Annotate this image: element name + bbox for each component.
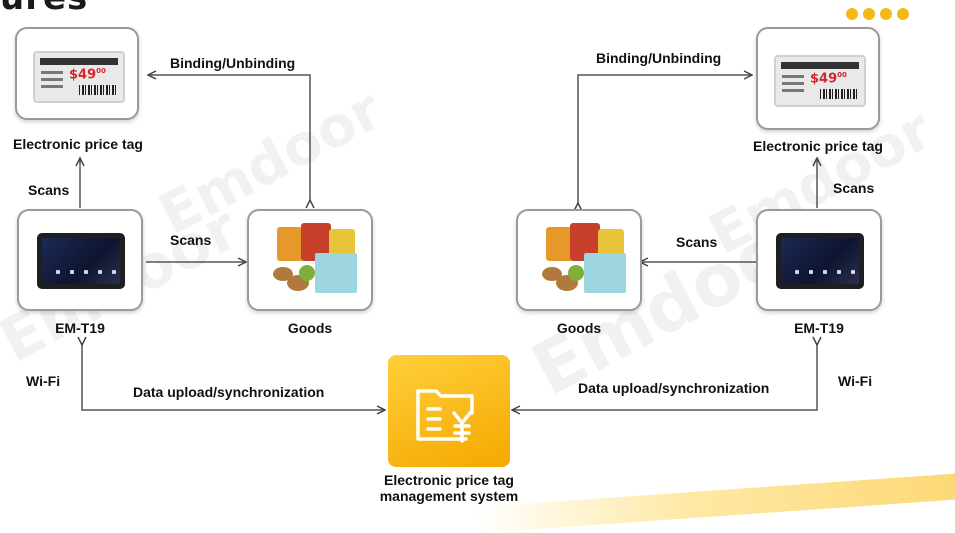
right-goods-node	[516, 209, 642, 311]
tablet-device-icon	[776, 233, 864, 289]
left-price-tag-label: Electronic price tag	[13, 136, 143, 152]
system-label-line2: management system	[379, 488, 519, 504]
right-binding-arrow	[578, 75, 752, 203]
left-sync-label: Data upload/synchronization	[133, 384, 325, 400]
management-system-node	[388, 355, 510, 467]
right-binding-label: Binding/Unbinding	[596, 50, 722, 66]
right-device-label: EM-T19	[794, 320, 844, 336]
folder-yen-icon	[416, 389, 474, 443]
system-label-line1: Electronic price tag	[384, 472, 514, 488]
right-scans-left-label: Scans	[676, 234, 718, 250]
left-scans-right-label: Scans	[170, 232, 212, 248]
right-sync-arrow	[512, 345, 817, 410]
left-binding-label: Binding/Unbinding	[170, 55, 296, 71]
decorative-dots	[846, 8, 909, 20]
left-goods-node	[247, 209, 373, 311]
right-sync-label: Data upload/synchronization	[578, 380, 770, 396]
title-fragment: ures	[0, 0, 88, 18]
connector-layer	[0, 0, 955, 505]
right-price-tag-node: $4900	[756, 27, 880, 130]
left-sync-arrow	[82, 345, 385, 410]
groceries-icon	[271, 223, 361, 297]
left-scans-up-label: Scans	[28, 182, 70, 198]
left-device-label: EM-T19	[55, 320, 105, 336]
left-goods-label: Goods	[287, 320, 333, 336]
right-tablet-node	[756, 209, 882, 311]
left-price-tag-node: $4900	[15, 27, 139, 120]
right-goods-label: Goods	[556, 320, 602, 336]
left-tablet-node	[17, 209, 143, 311]
left-wifi-label: Wi-Fi	[26, 373, 61, 389]
electronic-price-tag-icon: $4900	[33, 51, 125, 103]
right-scans-up-label: Scans	[833, 180, 875, 196]
right-wifi-label: Wi-Fi	[838, 373, 873, 389]
groceries-icon	[540, 223, 630, 297]
left-binding-arrow	[148, 75, 310, 200]
tablet-device-icon	[37, 233, 125, 289]
right-price-tag-label: Electronic price tag	[753, 138, 883, 154]
electronic-price-tag-icon: $4900	[774, 55, 866, 107]
